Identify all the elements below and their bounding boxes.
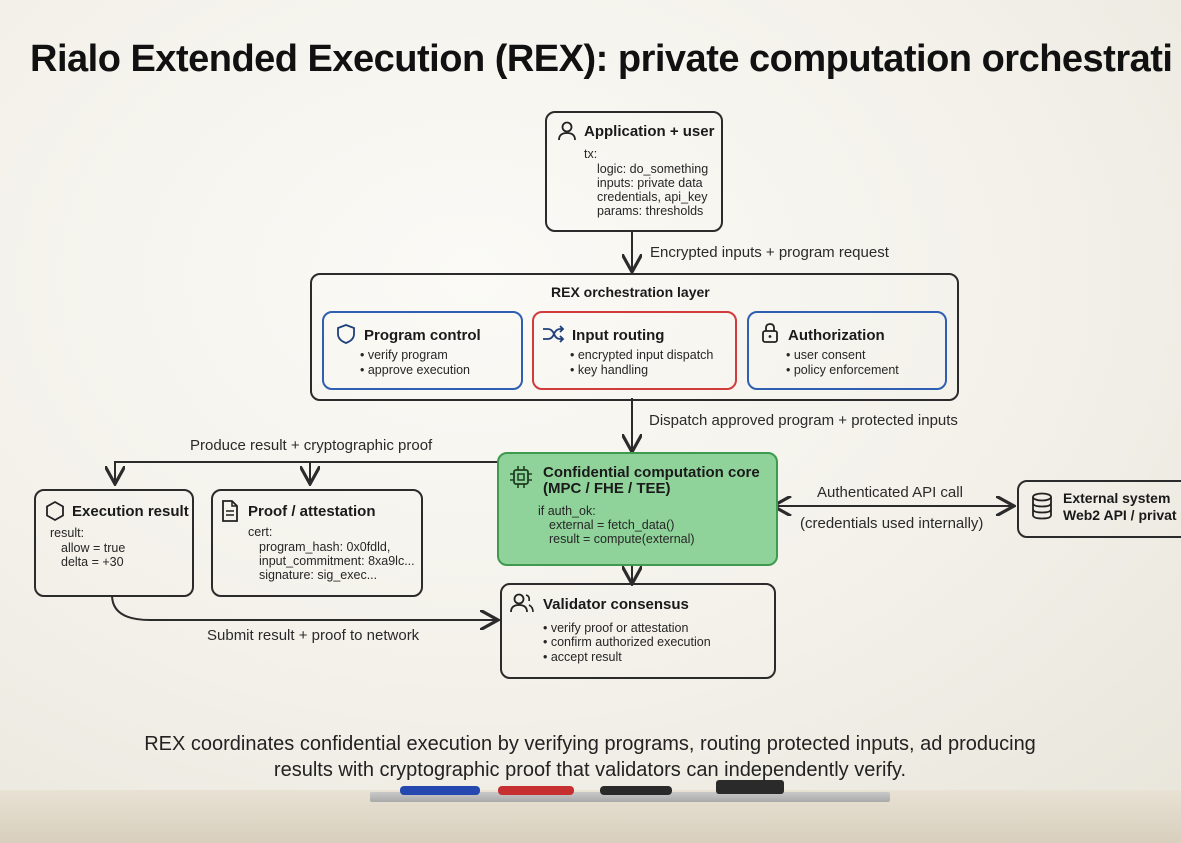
caption-line-1: REX coordinates confidential execution b… — [144, 733, 1036, 755]
app-line-inputs: inputs: private data — [597, 176, 703, 190]
program-control-box — [322, 311, 523, 390]
edge-label-api-call: Authenticated API call — [817, 484, 963, 501]
execution-result-title: Execution result — [72, 503, 189, 520]
edge-label-submit: Submit result + proof to network — [207, 627, 420, 644]
proof-line: cert: — [248, 525, 273, 539]
proof-attestation-title: Proof / attestation — [248, 503, 376, 520]
program-control-item: approve execution — [360, 363, 470, 378]
program-control-item: verify program — [360, 348, 448, 363]
input-routing-item: encrypted input dispatch — [570, 348, 714, 363]
authorization-title: Authorization — [788, 327, 885, 344]
rex-orchestration-box — [310, 273, 959, 401]
shuffle-icon — [543, 325, 565, 343]
validator-consensus-title: Validator consensus — [543, 596, 689, 613]
proof-line: input_commitment: 8xa9lc... — [259, 554, 415, 568]
validator-item: confirm authorized execution — [543, 635, 711, 650]
proof-line: signature: sig_exec... — [259, 568, 378, 582]
app-line-logic: logic: do_something — [597, 162, 709, 176]
validator-item: verify proof or attestation — [543, 621, 689, 636]
document-icon — [222, 500, 238, 522]
input-routing-item: key handling — [570, 363, 648, 378]
blue-marker — [400, 786, 480, 795]
external-system-box — [1017, 480, 1181, 538]
hexagon-icon — [46, 500, 64, 522]
chip-icon — [510, 466, 532, 488]
exec-result-line: delta = +30 — [61, 555, 124, 569]
proof-line: program_hash: 0x0fdld, — [259, 540, 391, 554]
execution-result-box — [34, 489, 194, 597]
arrow-core-to-results — [115, 461, 497, 482]
arrow-results-to-validator — [111, 594, 496, 620]
external-system-subtitle: Web2 API / privat — [1063, 507, 1177, 523]
application-user-title: Application + user — [584, 123, 715, 140]
exec-result-line: result: — [50, 526, 85, 540]
users-icon — [510, 593, 534, 613]
computation-core-title: Confidential computation core — [543, 464, 760, 481]
external-system-title: External system — [1063, 490, 1171, 506]
app-line-tx: tx: — [584, 147, 598, 161]
whiteboard: Rialo Extended Execution (REX): private … — [0, 0, 1181, 790]
edge-label-encrypted: Encrypted inputs + program request — [650, 244, 889, 261]
user-icon — [558, 121, 576, 141]
marker-tray — [370, 792, 890, 802]
computation-core-box — [497, 452, 778, 566]
program-control-title: Program control — [364, 327, 481, 344]
validator-consensus-box — [500, 583, 776, 679]
exec-result-line: allow = true — [61, 541, 126, 555]
validator-item: accept result — [543, 650, 622, 665]
shield-icon — [337, 324, 355, 344]
eraser — [716, 780, 784, 794]
core-line: if auth_ok: — [538, 504, 596, 518]
edge-label-dispatch: Dispatch approved program + protected in… — [649, 412, 958, 429]
database-icon — [1032, 492, 1052, 520]
connector-lines — [0, 230, 1181, 790]
black-marker — [600, 786, 672, 795]
computation-core-subtitle: (MPC / FHE / TEE) — [543, 480, 671, 497]
caption-line-2: results with cryptographic proof that va… — [273, 759, 907, 781]
red-marker — [498, 786, 574, 795]
authorization-item: policy enforcement — [786, 363, 899, 378]
edge-label-credentials: (credentials used internally) — [800, 515, 984, 532]
core-line: result = compute(external) — [549, 532, 695, 546]
authorization-box — [747, 311, 947, 390]
input-routing-title: Input routing — [572, 327, 665, 344]
diagram-title: Rialo Extended Execution (REX): private … — [30, 38, 1173, 80]
application-user-box — [545, 111, 723, 232]
proof-attestation-box — [211, 489, 423, 597]
app-line-params: params: thresholds — [597, 204, 704, 218]
edge-label-produce: Produce result + cryptographic proof — [190, 437, 433, 454]
caption: REX coordinates confidential execution b… — [60, 731, 1120, 783]
input-routing-box — [532, 311, 737, 390]
lock-icon — [762, 323, 778, 343]
rex-orchestration-title: REX orchestration layer — [551, 284, 710, 300]
core-line: external = fetch_data() — [549, 518, 675, 532]
app-line-credentials: credentials, api_key — [597, 190, 708, 204]
authorization-item: user consent — [786, 348, 866, 363]
